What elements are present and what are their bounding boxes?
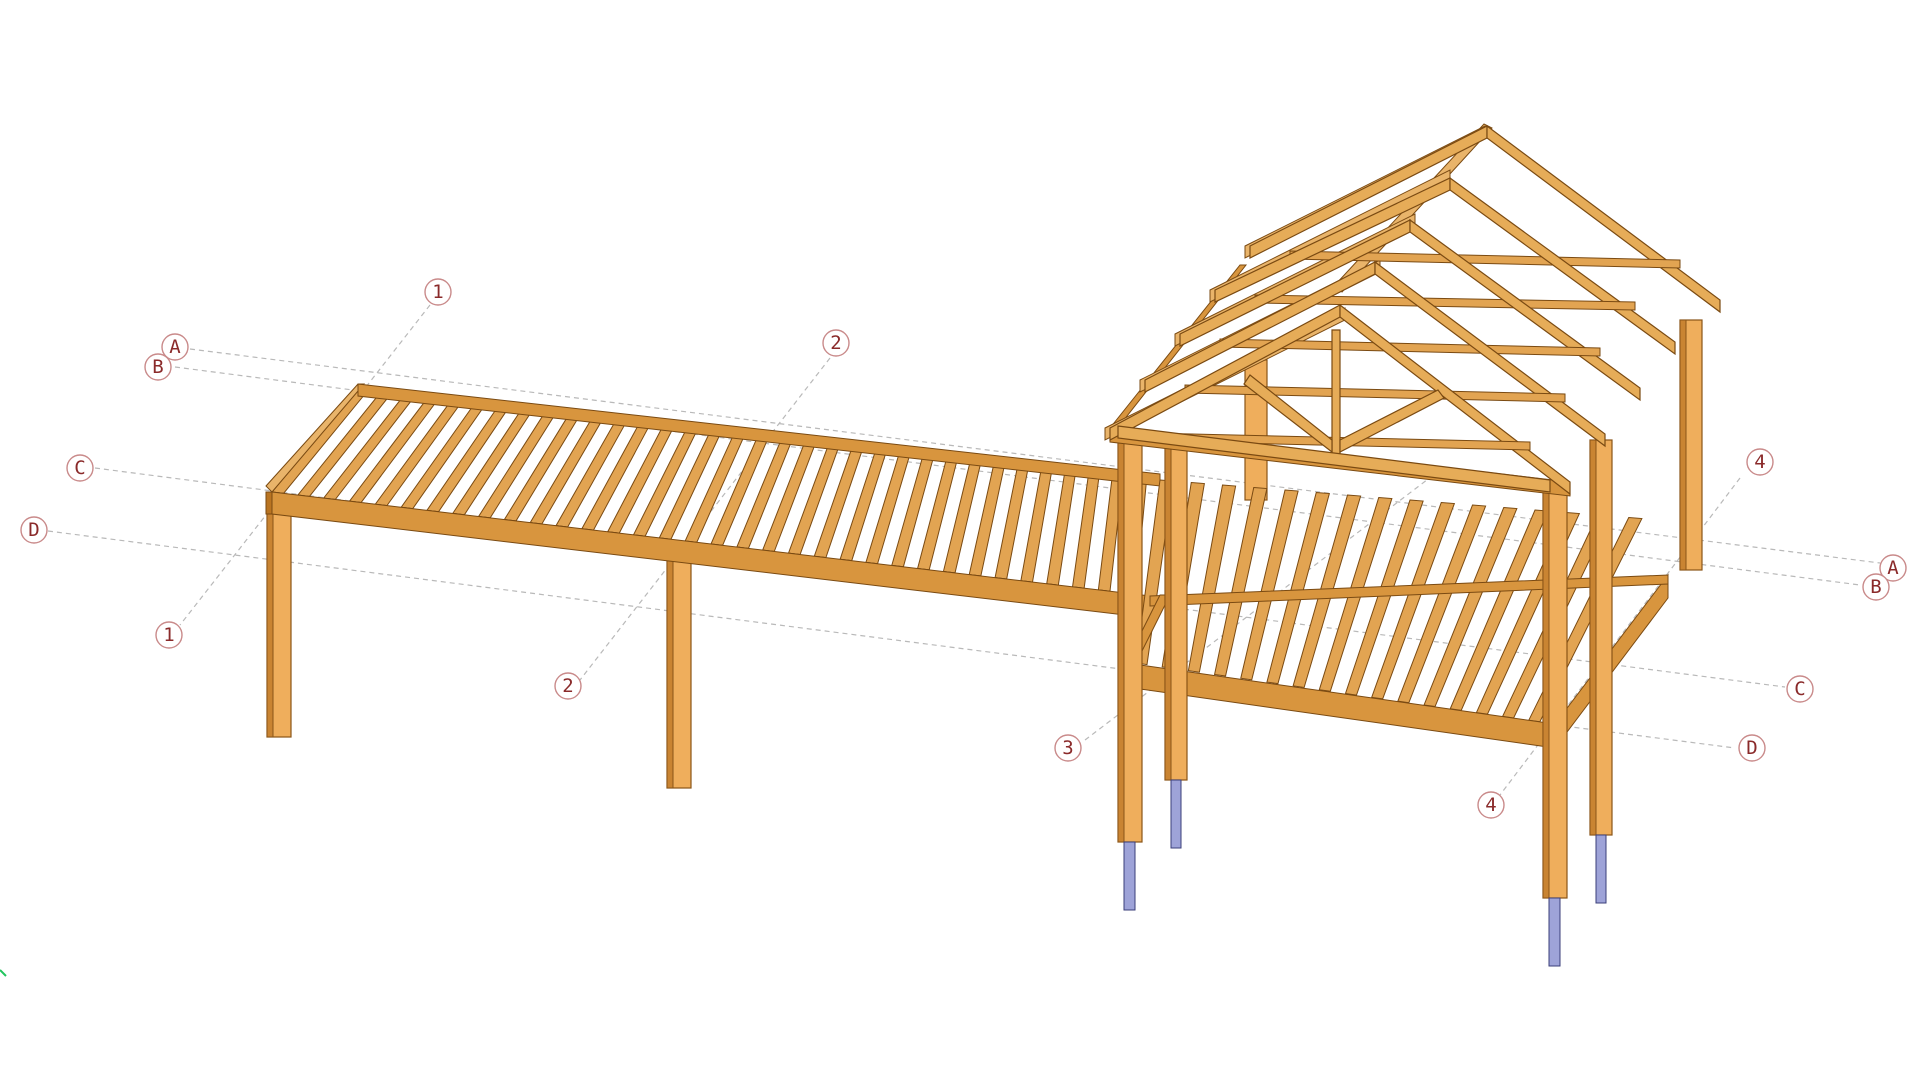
grid-line-1: [179, 304, 431, 626]
walkway-joist: [1046, 464, 1078, 586]
svg-text:1: 1: [163, 624, 174, 646]
grid-bubble-a-right[interactable]: A: [1879, 554, 1907, 582]
walkway-joists: [271, 385, 1148, 605]
truss-rafter-right: [1409, 218, 1641, 402]
svg-text:B: B: [152, 356, 163, 378]
svg-text:D: D: [28, 519, 39, 541]
truss-collar: [1184, 384, 1566, 403]
grid-bubble-2-bottom[interactable]: 2: [554, 672, 582, 700]
svg-text:2: 2: [830, 332, 841, 354]
pavilion-post-4-back-side: [1589, 439, 1597, 836]
svg-text:C: C: [1794, 678, 1805, 700]
walkway-joist: [1071, 467, 1101, 589]
walkway-post-1-side: [266, 504, 274, 738]
walkway-deck[interactable]: [265, 383, 1161, 789]
roof-trusses: [1109, 124, 1721, 496]
pavilion-back-post-right-side: [1679, 319, 1687, 571]
pavilion-post-3-back-side: [1164, 439, 1172, 781]
footing-4-back: [1595, 834, 1607, 904]
footing-4-front: [1548, 897, 1561, 967]
walkway-front-beam-top: [265, 383, 366, 493]
pavilion[interactable]: [1104, 123, 1721, 967]
svg-text:3: 3: [1062, 737, 1073, 759]
grid-bubble-4-bottom[interactable]: 4: [1477, 791, 1505, 819]
svg-text:D: D: [1746, 737, 1757, 759]
pavilion-joists: [1135, 479, 1643, 723]
svg-text:A: A: [1887, 557, 1899, 579]
pavilion-joist: [1344, 499, 1424, 696]
truss-rafter-left: [1179, 219, 1411, 347]
grid-bubble-b-right[interactable]: B: [1862, 573, 1890, 601]
footing-3-front: [1123, 841, 1136, 911]
walkway-front-beam-end: [265, 491, 273, 515]
pavilion-joist: [1371, 501, 1456, 700]
grid-bubble-a-left[interactable]: A: [161, 333, 189, 361]
pavilion-joist: [1213, 486, 1268, 677]
grid-bubble-3-bottom[interactable]: 3: [1054, 734, 1082, 762]
svg-text:4: 4: [1485, 794, 1496, 816]
front-truss-strut-right: [1339, 389, 1445, 453]
pavilion-post-4-front-side: [1542, 487, 1550, 899]
truss-rafter-right: [1486, 124, 1721, 314]
grid-bubble-1-top[interactable]: 1: [424, 278, 452, 306]
pavilion-joist: [1240, 489, 1299, 681]
svg-text:4: 4: [1754, 451, 1765, 473]
svg-text:B: B: [1870, 576, 1881, 598]
svg-text:1: 1: [432, 281, 443, 303]
svg-text:A: A: [169, 336, 181, 358]
svg-text:C: C: [74, 457, 85, 479]
svg-text:2: 2: [562, 675, 573, 697]
footing-3-back: [1170, 779, 1182, 849]
pavilion-joist: [1266, 491, 1331, 685]
front-truss-strut-left: [1243, 374, 1333, 454]
walkway-post-2-side: [666, 554, 674, 789]
grid-bubble-4-top[interactable]: 4: [1746, 448, 1774, 476]
grid-bubble-b-left[interactable]: B: [144, 353, 172, 381]
grid-bubble-2-top[interactable]: 2: [822, 329, 850, 357]
grid-line-2: [579, 357, 831, 681]
pavilion-joist: [1187, 484, 1237, 673]
grid-bubble-d-left[interactable]: D: [20, 516, 48, 544]
front-truss-tie-beam: [1117, 425, 1551, 493]
pavilion-post-3-front-side: [1117, 439, 1125, 843]
front-truss-king-post: [1331, 329, 1341, 456]
grid-bubble-d-right[interactable]: D: [1738, 734, 1766, 762]
grid-bubble-c-right[interactable]: C: [1786, 675, 1814, 703]
grid-bubble-c-left[interactable]: C: [66, 454, 94, 482]
pavilion-back-beam[interactable]: [1149, 574, 1669, 607]
grid-line-a: [189, 348, 1881, 564]
axis-triad-icon: [0, 969, 7, 977]
grid-bubble-1-bottom[interactable]: 1: [155, 621, 183, 649]
grid-bubbles: A B C D A B C D 1 1 2 2 3 4 4: [20, 278, 1907, 819]
